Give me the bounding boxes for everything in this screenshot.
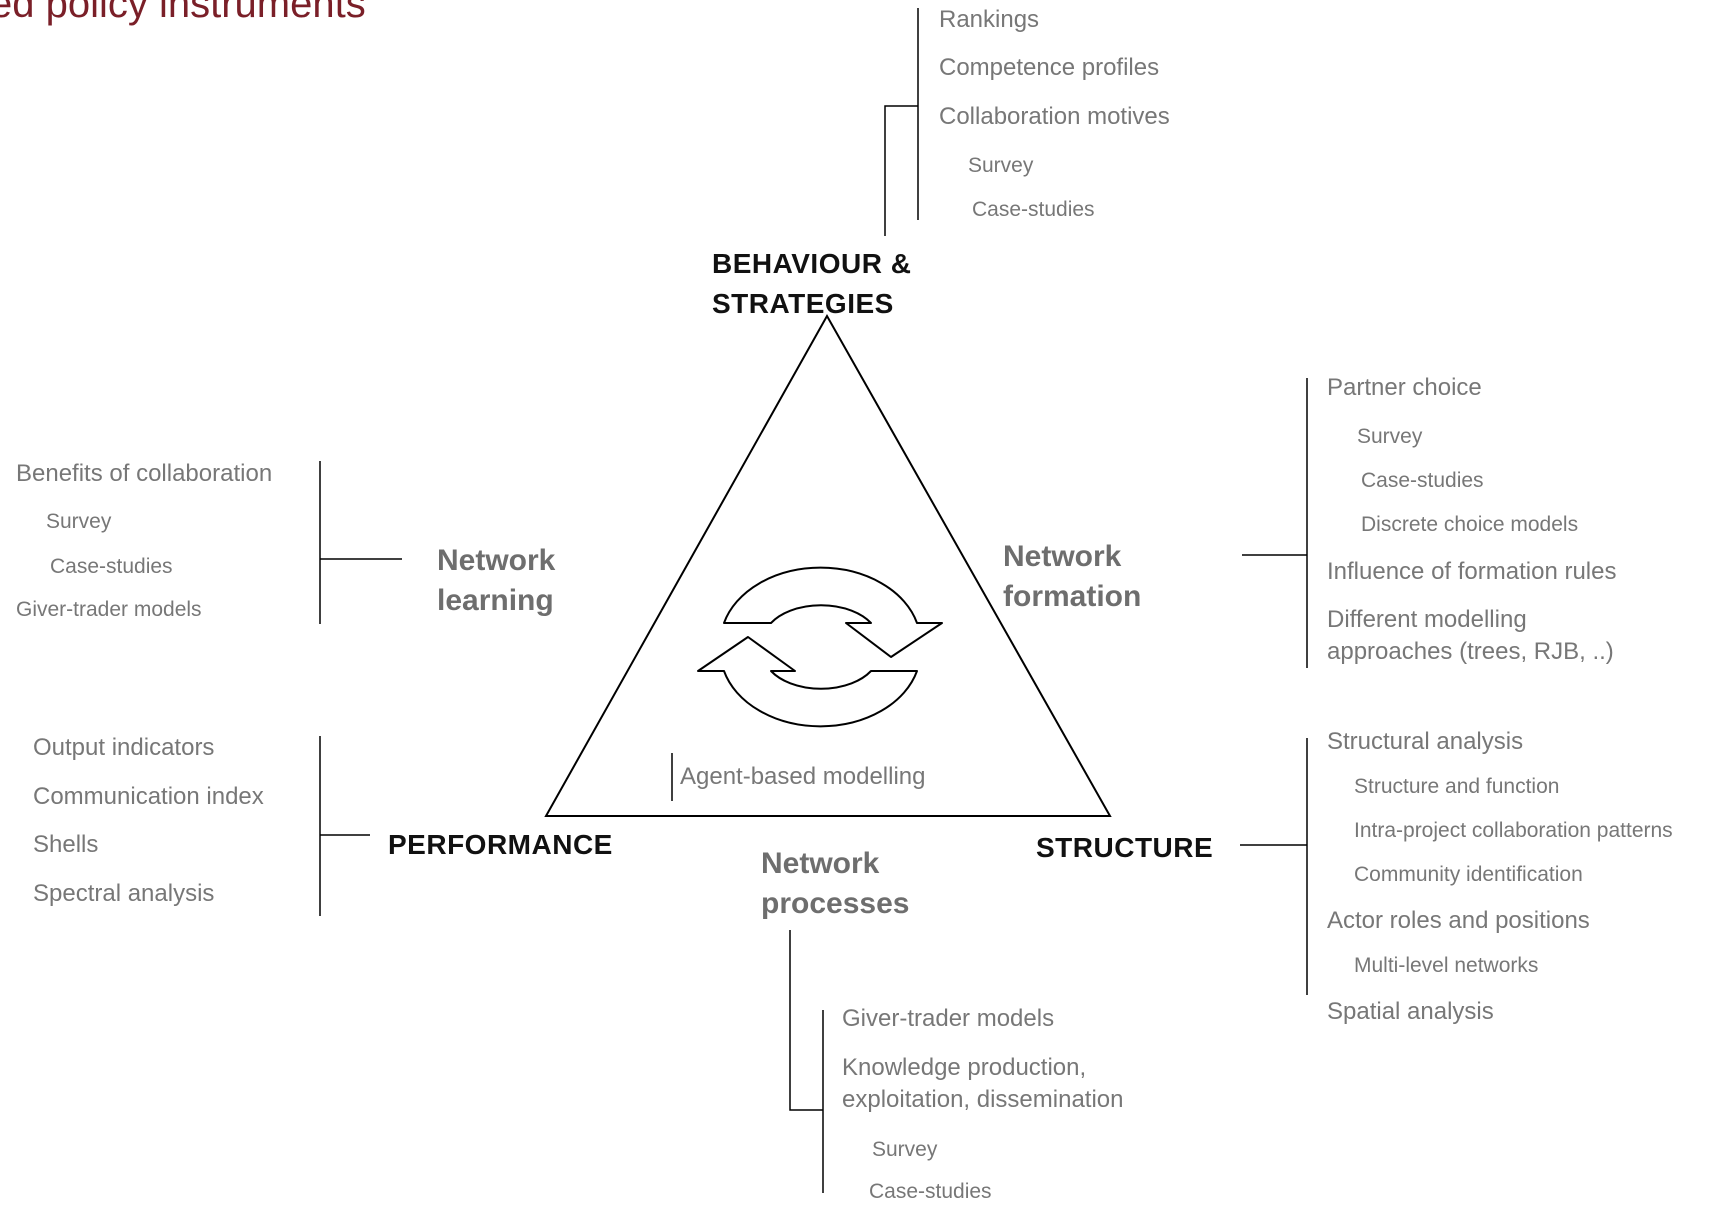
processes-item: Survey	[872, 1138, 938, 1161]
process-network-processes-line2: processes	[761, 887, 910, 920]
processes-item: Knowledge production,	[842, 1054, 1087, 1081]
behaviour-item: Case-studies	[972, 198, 1095, 221]
formation-item: Discrete choice models	[1361, 513, 1579, 536]
process-network-formation-line1: Network	[1003, 540, 1122, 573]
structure-item: Multi-level networks	[1354, 954, 1539, 977]
process-network-learning-line1: Network	[437, 544, 556, 577]
formation-item: Different modelling	[1327, 606, 1527, 633]
node-behaviour-strategies-line2: STRATEGIES	[712, 288, 894, 319]
structure-item: Actor roles and positions	[1327, 907, 1590, 934]
performance-item: Spectral analysis	[33, 880, 215, 907]
performance-item: Shells	[33, 831, 99, 858]
center-label-agent-based-modelling: Agent-based modelling	[680, 763, 926, 790]
process-network-learning-line2: learning	[437, 584, 554, 617]
behaviour-item: Competence profiles	[939, 54, 1160, 81]
framework-triangle	[544, 313, 1112, 817]
formation-item: Partner choice	[1327, 374, 1482, 401]
behaviour-item: Survey	[968, 154, 1034, 177]
structure-item: Structure and function	[1354, 775, 1560, 798]
node-performance: PERFORMANCE	[388, 829, 613, 860]
formation-item: Influence of formation rules	[1327, 558, 1617, 585]
learning-item: Benefits of collaboration	[16, 460, 273, 487]
learning-item: Survey	[46, 510, 112, 533]
process-network-formation-line2: formation	[1003, 580, 1142, 613]
node-structure: STRUCTURE	[1036, 832, 1214, 863]
cycle-arrows-icon	[697, 566, 943, 728]
learning-item: Giver-trader models	[16, 598, 202, 621]
performance-item: Communication index	[33, 783, 264, 810]
learning-item: Case-studies	[50, 555, 173, 578]
structure-item: Structural analysis	[1327, 728, 1524, 755]
page-title: ed policy instruments	[0, 0, 366, 26]
behaviour-item: Rankings	[939, 6, 1040, 33]
formation-item: approaches (trees, RJB, ..)	[1327, 638, 1614, 665]
process-network-processes-line1: Network	[761, 847, 880, 880]
processes-item: Case-studies	[869, 1180, 992, 1203]
formation-item: Survey	[1357, 425, 1423, 448]
processes-item: exploitation, dissemination	[842, 1086, 1124, 1113]
behaviour-item: Collaboration motives	[939, 103, 1170, 130]
node-behaviour-strategies-line1: BEHAVIOUR &	[712, 248, 912, 279]
processes-item: Giver-trader models	[842, 1005, 1055, 1032]
formation-item: Case-studies	[1361, 469, 1484, 492]
structure-item: Spatial analysis	[1327, 998, 1494, 1025]
performance-item: Output indicators	[33, 734, 215, 761]
structure-item: Community identification	[1354, 863, 1583, 886]
structure-item: Intra-project collaboration patterns	[1354, 819, 1673, 842]
